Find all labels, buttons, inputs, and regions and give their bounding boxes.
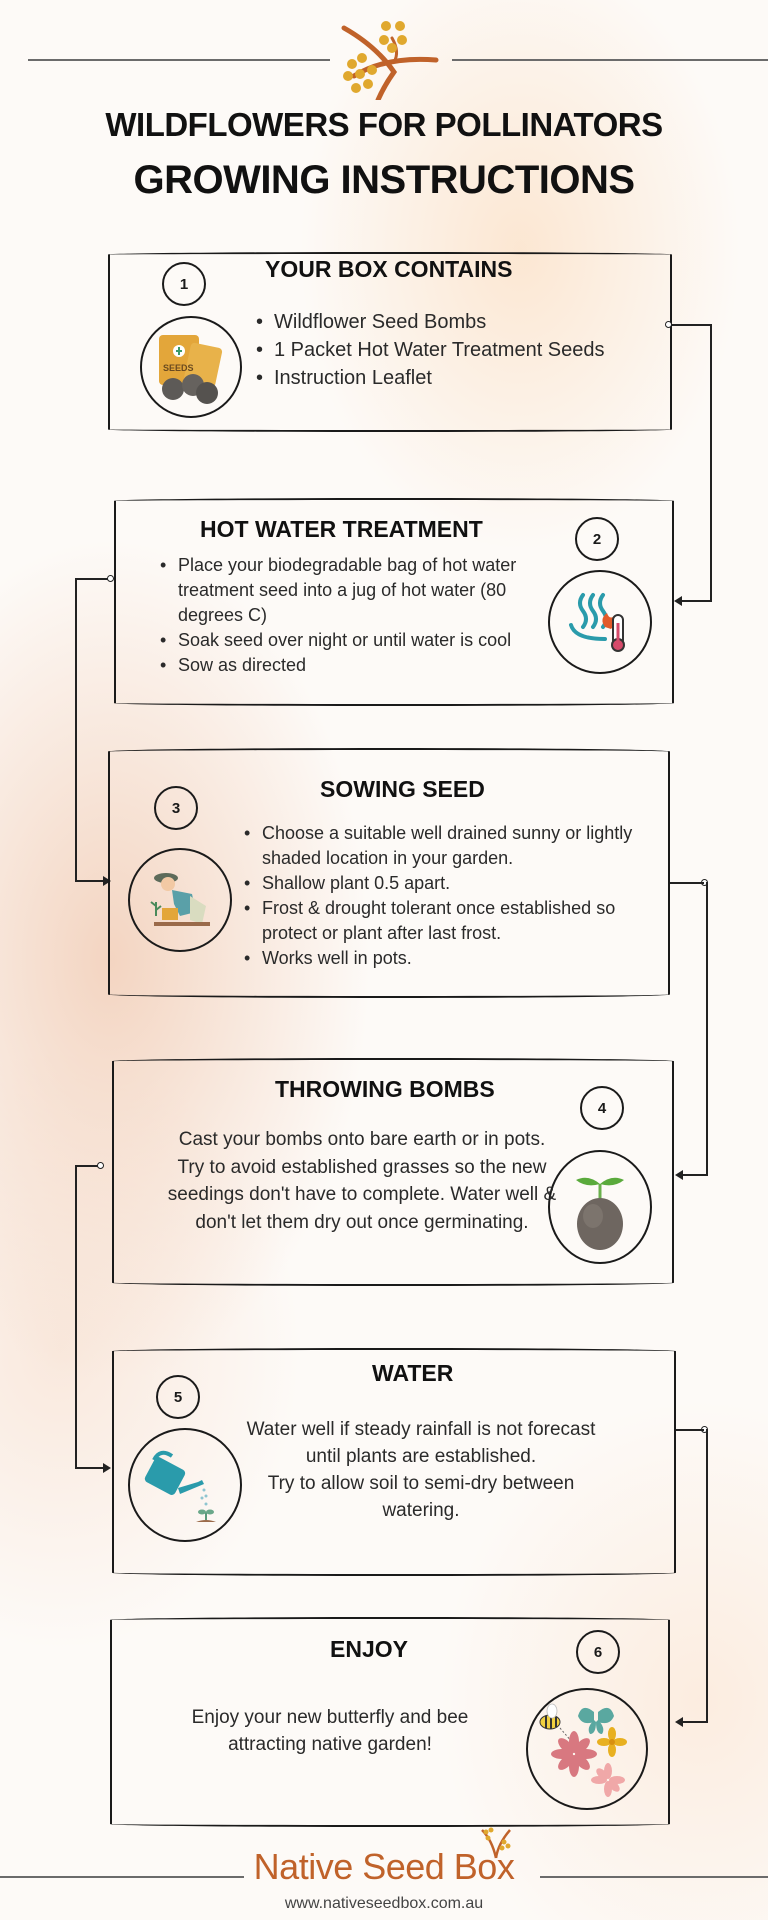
website-link[interactable]: www.nativeseedbox.com.au (284, 1895, 484, 1912)
list-item: Works well in pots. (242, 946, 652, 971)
step-1-number-badge: 1 (162, 262, 206, 306)
connector-line (706, 1429, 708, 1723)
step-6-number-badge: 6 (576, 1630, 620, 1674)
seed-bomb-sprout-icon (576, 1177, 624, 1250)
step-6-card (110, 1617, 670, 1827)
header-divider-left (28, 59, 330, 61)
step-5-title: WATER (372, 1360, 454, 1386)
connector-line (706, 882, 708, 1176)
arrow-icon (103, 1463, 111, 1473)
step-2-list: Place your biodegradable bag of hot wate… (158, 553, 548, 678)
svg-text:SEEDS: SEEDS (163, 363, 194, 373)
step-5-icon-circle (128, 1428, 242, 1542)
footer-divider-left (0, 1876, 244, 1878)
step-2-number-badge: 2 (575, 517, 619, 561)
connector-line (676, 1429, 704, 1431)
connector-line (682, 600, 712, 602)
step-2-card (114, 498, 674, 706)
connector-line (76, 578, 108, 580)
connector-node (97, 1162, 104, 1169)
watering-can-icon (144, 1450, 216, 1522)
connector-line (683, 1174, 708, 1176)
list-item: Choose a suitable well drained sunny or … (242, 821, 652, 871)
step-5-number-badge: 5 (156, 1375, 200, 1419)
wattle-sprig-icon (336, 16, 448, 103)
step-4-number-badge: 4 (580, 1086, 624, 1130)
list-item: Soak seed over night or until water is c… (158, 628, 548, 653)
gardener-planting-icon (150, 873, 210, 926)
step-4-card (112, 1058, 674, 1286)
list-item: Sow as directed (158, 653, 548, 678)
connector-line (75, 1467, 107, 1469)
step-6-text: Enjoy your new butterfly and bee attract… (191, 1707, 469, 1755)
step-1-list: Wildflower Seed Bombs 1 Packet Hot Water… (254, 308, 605, 392)
connector-line (671, 324, 711, 326)
arrow-icon (675, 1170, 683, 1180)
list-item: Wildflower Seed Bombs (254, 308, 605, 336)
connector-line (683, 1721, 708, 1723)
wattle-sprig-icon (478, 1826, 514, 1860)
arrow-icon (675, 1717, 683, 1727)
step-3-number-badge: 3 (154, 786, 198, 830)
list-item: Place your biodegradable bag of hot wate… (158, 553, 548, 628)
step-3-title: SOWING SEED (320, 776, 485, 802)
connector-line (710, 324, 712, 602)
step-4-icon-circle (548, 1150, 652, 1264)
footer-divider-right (540, 1876, 768, 1878)
page-title: WILDFLOWERS FOR POLLINATORS (105, 106, 663, 143)
step-6-title: ENJOY (330, 1636, 408, 1662)
list-item: 1 Packet Hot Water Treatment Seeds (254, 336, 605, 364)
arrow-icon (674, 596, 682, 606)
step-5-text-1: Water well if steady rainfall is not for… (246, 1419, 596, 1467)
page-subtitle: GROWING INSTRUCTIONS (133, 158, 635, 202)
connector-line (75, 578, 77, 882)
step-1-icon-circle: SEEDS (140, 316, 242, 418)
bee-butterfly-flowers-icon (539, 1703, 627, 1797)
hot-water-thermometer-icon (569, 593, 625, 652)
connector-line (75, 1165, 77, 1469)
step-4-title: THROWING BOMBS (275, 1076, 495, 1102)
step-5-text-2: Try to allow soil to semi-dry between wa… (267, 1473, 575, 1521)
list-item: Shallow plant 0.5 apart. (242, 871, 652, 896)
step-1-card (108, 252, 672, 432)
connector-line (76, 1165, 98, 1167)
header-divider-right (452, 59, 768, 61)
arrow-icon (103, 876, 111, 886)
step-4-text: Cast your bombs onto bare earth or in po… (167, 1129, 557, 1233)
seed-packets-and-bombs-icon: SEEDS (159, 335, 223, 404)
connector-node (107, 575, 114, 582)
list-item: Frost & drought tolerant once establishe… (242, 896, 652, 946)
list-item: Instruction Leaflet (254, 364, 605, 392)
connector-line (75, 880, 107, 882)
step-3-list: Choose a suitable well drained sunny or … (242, 821, 652, 971)
step-2-icon-circle (548, 570, 652, 674)
step-5-card (112, 1348, 676, 1576)
step-6-icon-circle (526, 1688, 648, 1810)
step-3-icon-circle (128, 848, 232, 952)
step-3-card (108, 748, 670, 998)
connector-line (670, 882, 704, 884)
brand-logo-text: Native Seed Box (253, 1846, 515, 1887)
step-1-title: YOUR BOX CONTAINS (265, 256, 513, 282)
step-2-title: HOT WATER TREATMENT (200, 516, 483, 542)
